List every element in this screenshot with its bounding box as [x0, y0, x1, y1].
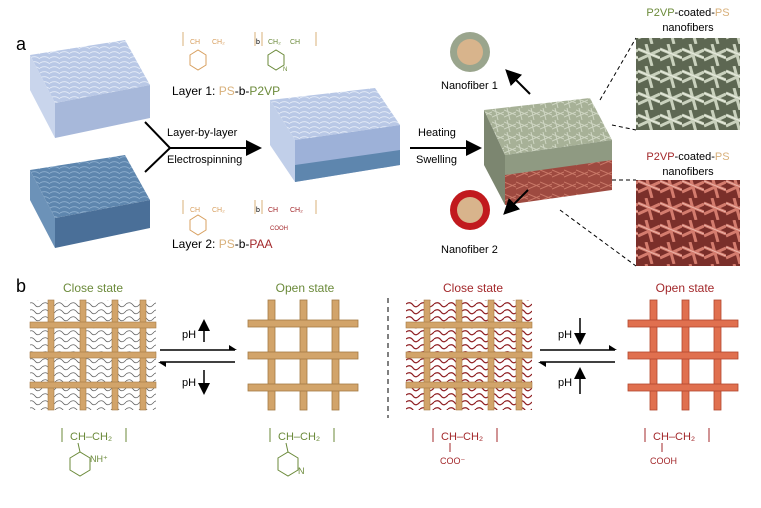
- treated-mat: [484, 98, 612, 205]
- right-close-grid: [405, 299, 533, 411]
- formula-ps-b-p2vp: CH CH₂ b CH₂ CH N: [182, 32, 317, 73]
- svg-text:CH: CH: [190, 207, 200, 214]
- svg-text:CH: CH: [268, 207, 278, 214]
- left-equilibrium-arrows: [158, 319, 237, 395]
- svg-text:CH₂: CH₂: [268, 39, 281, 46]
- process-label-1: Layer-by-layer: [167, 127, 238, 139]
- svg-text:b: b: [256, 207, 260, 214]
- svg-text:b: b: [256, 39, 260, 46]
- left-close-grid: [29, 299, 157, 411]
- nanofiber1-label: Nanofiber 1: [441, 80, 498, 92]
- ph-label-left-bottom: pH: [182, 377, 196, 389]
- chem-right-open: CH–CH₂ COOH: [644, 428, 710, 466]
- process-label-2: Electrospinning: [167, 154, 242, 166]
- treatment-label-1: Heating: [418, 127, 456, 139]
- ph-label-left-top: pH: [182, 329, 196, 341]
- zoom-box-bottom: [636, 180, 740, 266]
- zoom-box-top: [636, 38, 740, 130]
- svg-text:COOH: COOH: [650, 456, 677, 466]
- layer2-label: Layer 2: PS-b-PAA: [172, 237, 273, 251]
- left-close-label: Close state: [63, 281, 123, 295]
- svg-text:CH–CH₂: CH–CH₂: [70, 431, 112, 443]
- svg-text:CH–CH₂: CH–CH₂: [278, 431, 320, 443]
- layer2-mat: [30, 155, 150, 248]
- svg-text:CH–CH₂: CH–CH₂: [653, 431, 695, 443]
- nanofiber1-arrow: [505, 69, 531, 95]
- svg-text:N: N: [283, 67, 287, 73]
- nanofiber2-icon: [450, 190, 490, 230]
- nanofiber2-arrow: [503, 189, 529, 215]
- zoom-bottom-label-2: nanofibers: [662, 166, 714, 178]
- right-open-grid: [627, 299, 739, 411]
- zoom-guides: [559, 37, 637, 267]
- treatment-label-2: Swelling: [416, 154, 457, 166]
- panel-a-letter: a: [16, 34, 27, 54]
- nanofiber2-label: Nanofiber 2: [441, 244, 498, 256]
- bilayer-mat: [270, 88, 400, 182]
- svg-text:NH⁺: NH⁺: [90, 454, 108, 464]
- zoom-bottom-label-1: P2VP-coated-PS: [646, 151, 729, 163]
- svg-text:N: N: [298, 466, 305, 476]
- svg-text:COO⁻: COO⁻: [440, 456, 466, 466]
- ph-label-right-top: pH: [558, 329, 572, 341]
- svg-text:CH₂: CH₂: [212, 207, 225, 214]
- layer1-label: Layer 1: PS-b-P2VP: [172, 84, 280, 98]
- chem-right-close: CH–CH₂ COO⁻: [432, 428, 498, 466]
- chem-left-open: CH–CH₂ N: [269, 428, 335, 477]
- right-open-label: Open state: [656, 281, 715, 295]
- nanofiber1-icon: [450, 32, 490, 72]
- svg-text:COOH: COOH: [270, 226, 288, 232]
- right-close-label: Close state: [443, 281, 503, 295]
- panel-b-letter: b: [16, 276, 26, 296]
- chem-left-close: CH–CH₂ NH⁺: [61, 428, 127, 477]
- right-equilibrium-arrows: [538, 318, 617, 394]
- zoom-top-label-1: P2VP-coated-PS: [646, 7, 729, 19]
- zoom-top-label-2: nanofibers: [662, 22, 714, 34]
- left-open-label: Open state: [276, 281, 335, 295]
- formula-ps-b-paa: CH CH₂ b CH CH₂ COOH: [182, 200, 317, 236]
- left-open-grid: [247, 299, 359, 411]
- svg-text:CH: CH: [290, 39, 300, 46]
- merge-arrow: [144, 121, 262, 173]
- ph-label-right-bottom: pH: [558, 377, 572, 389]
- svg-text:CH: CH: [190, 39, 200, 46]
- svg-text:CH₂: CH₂: [212, 39, 225, 46]
- layer1-mat: [30, 40, 150, 138]
- svg-text:CH–CH₂: CH–CH₂: [441, 431, 483, 443]
- svg-text:CH₂: CH₂: [290, 207, 303, 214]
